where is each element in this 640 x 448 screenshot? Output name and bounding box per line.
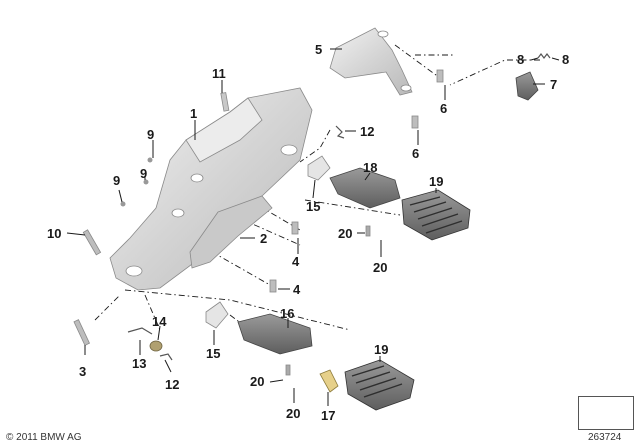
bolts (73, 69, 444, 376)
callout-13: 13 (132, 356, 146, 371)
callout-20-lower-right: 20 (286, 406, 300, 421)
callout-19-upper: 19 (429, 174, 443, 189)
leader-lines (66, 48, 560, 406)
callout-2: 2 (260, 231, 267, 246)
callout-9-middle: 9 (140, 166, 147, 181)
clips-and-spring (127, 125, 345, 361)
callout-11: 11 (212, 66, 226, 81)
foot-pegs (344, 189, 471, 411)
callout-19-lower: 19 (374, 342, 388, 357)
callout-17: 17 (321, 408, 335, 423)
callout-20-upper-left: 20 (338, 226, 352, 241)
callout-4-upper: 4 (292, 254, 300, 269)
callout-20-upper-right: 20 (373, 260, 387, 275)
callout-5: 5 (315, 42, 322, 57)
copyright-text: © 2011 BMW AG (6, 432, 82, 443)
callout-7: 7 (550, 77, 557, 92)
callout-8-right: 8 (562, 52, 569, 67)
callout-14: 14 (152, 314, 167, 329)
diagram-thumbnail-frame (578, 396, 634, 430)
callout-15-upper: 15 (306, 199, 320, 214)
callout-6-lower: 6 (412, 146, 419, 161)
callout-9-top: 9 (147, 127, 154, 142)
callout-20-lower-left: 20 (250, 374, 264, 389)
pillion-bracket (329, 27, 413, 96)
cover-plate (189, 195, 273, 269)
callout-6-upper: 6 (440, 101, 447, 116)
callout-10: 10 (47, 226, 61, 241)
callout-9-left: 9 (113, 173, 120, 188)
callout-16: 16 (280, 306, 294, 321)
callout-8-left: 8 (517, 52, 524, 67)
callout-3: 3 (79, 364, 86, 379)
callout-1: 1 (190, 106, 197, 121)
pivot-washers (205, 155, 331, 329)
callout-4-lower: 4 (293, 282, 301, 297)
callout-18: 18 (363, 160, 377, 175)
spring-pin (537, 53, 551, 59)
footrest-arms (237, 167, 401, 393)
callout-12-lower: 12 (165, 377, 179, 392)
diagram-number: 263724 (588, 432, 622, 443)
callout-labels: 1 2 3 4 4 5 6 6 7 8 8 9 9 9 10 11 12 12 … (47, 42, 569, 423)
footrest-bracket-main (109, 87, 313, 291)
callout-15-lower: 15 (206, 346, 220, 361)
rubber-cap (515, 71, 539, 101)
callout-12-upper: 12 (360, 124, 374, 139)
